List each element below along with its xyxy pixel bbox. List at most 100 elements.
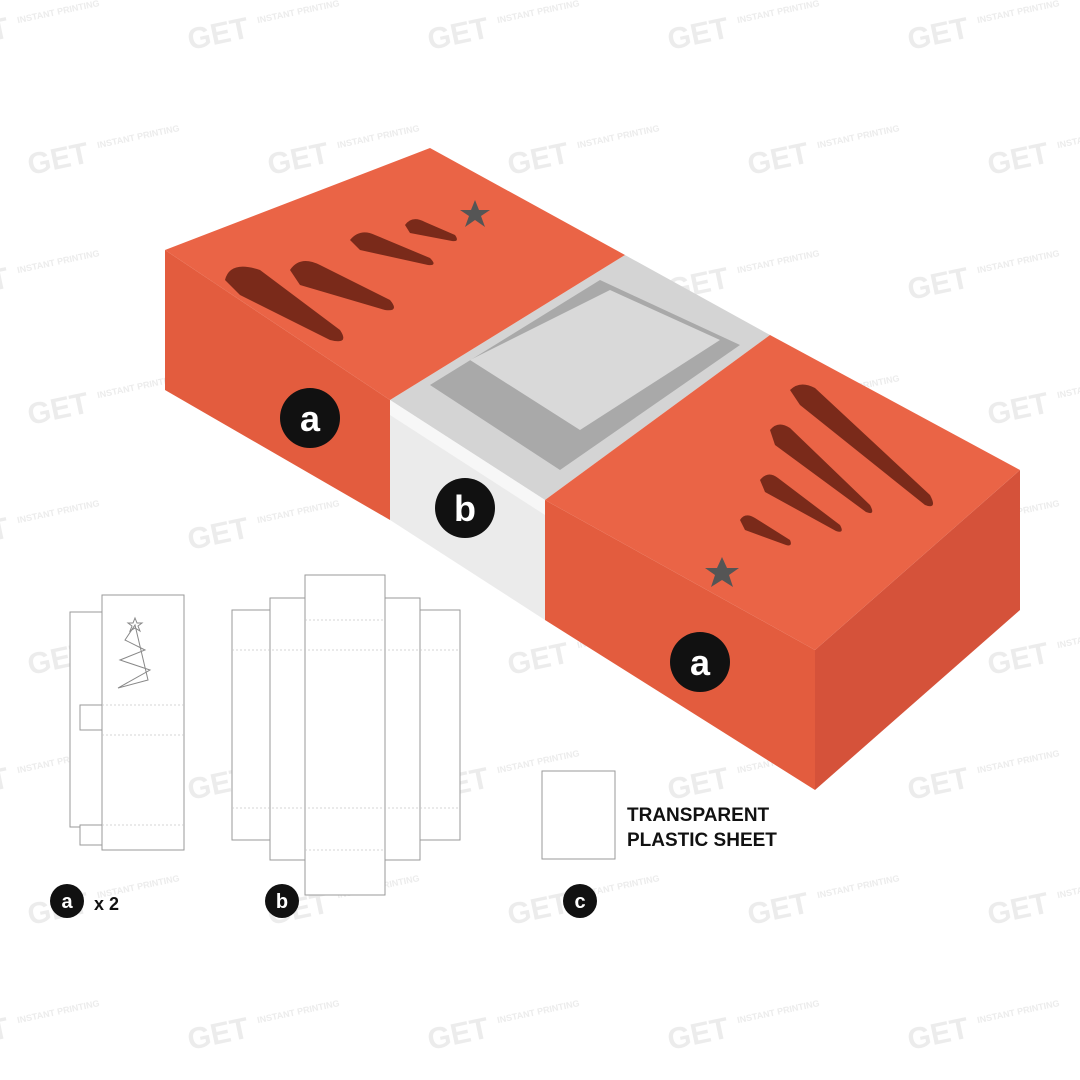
svg-text:INSTANT PRINTING: INSTANT PRINTING	[496, 0, 580, 25]
svg-text:INSTANT PRINTING: INSTANT PRINTING	[816, 873, 900, 900]
svg-text:INSTANT PRINTING: INSTANT PRINTING	[336, 123, 420, 150]
svg-text:INSTANT PRINTING: INSTANT PRINTING	[1056, 623, 1080, 650]
star-outline-icon	[126, 616, 144, 633]
svg-text:a: a	[690, 642, 711, 683]
plastic-sheet-c	[541, 770, 616, 860]
tree-cutout-outline	[117, 623, 152, 689]
svg-text:a: a	[300, 398, 321, 439]
label-a: a x 2	[50, 884, 119, 918]
watermark: GET INSTANT PRINTING	[0, 498, 100, 557]
svg-text:GET: GET	[0, 762, 12, 807]
svg-text:INSTANT PRINTING: INSTANT PRINTING	[256, 498, 340, 525]
svg-text:GET: GET	[505, 887, 572, 932]
spiral-tree-cutout	[740, 384, 934, 546]
svg-text:GET: GET	[185, 512, 252, 557]
svg-text:INSTANT PRINTING: INSTANT PRINTING	[736, 0, 820, 25]
tray-b	[390, 255, 770, 620]
svg-text:GET: GET	[185, 12, 252, 57]
badge-a-left: a	[280, 388, 340, 448]
svg-text:b: b	[276, 891, 288, 913]
svg-text:GET: GET	[745, 137, 812, 182]
label-c: c	[563, 884, 597, 918]
svg-text:GET: GET	[0, 262, 12, 307]
svg-text:INSTANT PRINTING: INSTANT PRINTING	[976, 748, 1060, 775]
svg-text:GET: GET	[505, 637, 572, 682]
svg-text:GET: GET	[25, 137, 92, 182]
svg-text:INSTANT PRINTING: INSTANT PRINTING	[976, 0, 1060, 25]
svg-text:GET: GET	[905, 12, 972, 57]
svg-text:GET: GET	[665, 12, 732, 57]
star-cutout-icon	[705, 557, 739, 587]
svg-text:GET: GET	[25, 387, 92, 432]
svg-text:GET: GET	[505, 137, 572, 182]
svg-text:GET: GET	[425, 12, 492, 57]
dieline-b	[231, 574, 461, 896]
svg-text:GET: GET	[185, 1012, 252, 1057]
svg-text:INSTANT PRINTING: INSTANT PRINTING	[1056, 873, 1080, 900]
svg-text:b: b	[454, 488, 476, 529]
svg-text:a: a	[61, 891, 73, 913]
svg-text:x 2: x 2	[94, 894, 119, 914]
svg-text:INSTANT PRINTING: INSTANT PRINTING	[496, 998, 580, 1025]
svg-text:GET: GET	[905, 762, 972, 807]
svg-text:INSTANT PRINTING: INSTANT PRINTING	[16, 498, 100, 525]
caption-line-2: PLASTIC SHEET	[627, 830, 777, 851]
badge-a-right: a	[670, 632, 730, 692]
svg-text:GET: GET	[985, 387, 1052, 432]
svg-text:INSTANT PRINTING: INSTANT PRINTING	[816, 123, 900, 150]
svg-text:INSTANT PRINTING: INSTANT PRINTING	[976, 248, 1060, 275]
svg-text:GET: GET	[0, 1012, 12, 1057]
dieline-a	[69, 594, 185, 851]
svg-text:INSTANT PRINTING: INSTANT PRINTING	[1056, 373, 1080, 400]
svg-text:INSTANT PRINTING: INSTANT PRINTING	[16, 998, 100, 1025]
watermark: GET INSTANT PRINTING	[0, 0, 100, 57]
svg-text:GET: GET	[665, 762, 732, 807]
svg-text:GET: GET	[265, 137, 332, 182]
svg-text:INSTANT PRINTING: INSTANT PRINTING	[96, 123, 180, 150]
caption-line-1: TRANSPARENT	[627, 805, 770, 826]
svg-text:GET: GET	[745, 887, 812, 932]
spiral-tree-cutout	[225, 219, 457, 342]
svg-text:INSTANT PRINTING: INSTANT PRINTING	[736, 248, 820, 275]
svg-text:INSTANT PRINTING: INSTANT PRINTING	[976, 998, 1060, 1025]
svg-text:GET: GET	[985, 887, 1052, 932]
svg-text:INSTANT PRINTING: INSTANT PRINTING	[576, 123, 660, 150]
label-b: b	[265, 884, 299, 918]
svg-text:INSTANT PRINTING: INSTANT PRINTING	[16, 0, 100, 25]
svg-text:INSTANT PRINTING: INSTANT PRINTING	[736, 998, 820, 1025]
svg-text:GET: GET	[425, 1012, 492, 1057]
svg-text:GET: GET	[985, 137, 1052, 182]
svg-text:GET: GET	[0, 12, 12, 57]
svg-text:INSTANT PRINTING: INSTANT PRINTING	[256, 0, 340, 25]
svg-text:GET: GET	[985, 637, 1052, 682]
svg-text:c: c	[574, 891, 585, 913]
badge-b: b	[435, 478, 495, 538]
svg-text:INSTANT PRINTING: INSTANT PRINTING	[256, 998, 340, 1025]
svg-text:GET: GET	[0, 512, 12, 557]
watermark: GET INSTANT PRINTING	[0, 998, 100, 1057]
svg-text:GET: GET	[905, 1012, 972, 1057]
sleeve-a-left	[165, 148, 625, 520]
svg-text:GET: GET	[905, 262, 972, 307]
